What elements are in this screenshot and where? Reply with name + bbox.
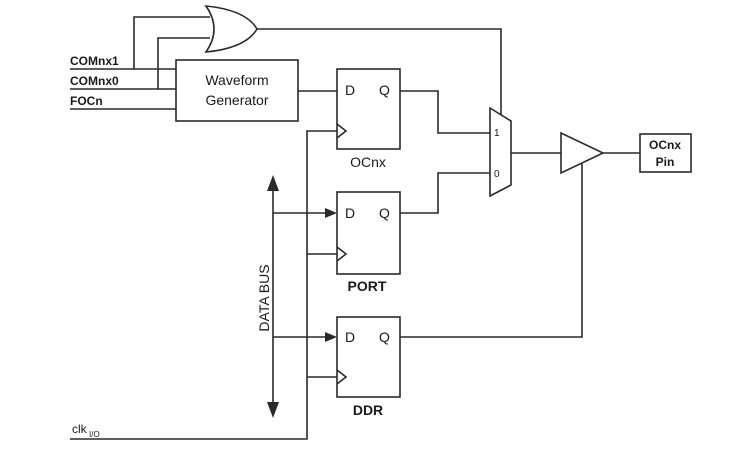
ocnx-flip-flop: D Q OCnx — [336, 68, 401, 170]
output-buffer — [560, 131, 605, 175]
pin-label-line1: OCnx — [649, 138, 681, 152]
ocnx-d-label: D — [345, 82, 355, 98]
pin-label-line2: Pin — [656, 155, 675, 169]
port-q-to-mux — [400, 172, 490, 214]
waveform-generator-line2: Generator — [205, 92, 268, 108]
port-q-label: Q — [379, 205, 390, 221]
focn-label: FOCn — [70, 94, 103, 108]
or-gate — [204, 5, 258, 53]
waveform-generator-line1: Waveform — [205, 72, 268, 88]
svg-text:I/O: I/O — [89, 430, 100, 439]
ocnx-pin: OCnx Pin — [639, 133, 692, 173]
svg-text:clk: clk — [72, 422, 88, 436]
port-label: PORT — [348, 278, 387, 294]
wires — [70, 16, 640, 440]
ddr-to-buffer-enable — [400, 164, 583, 338]
ocnx-label: OCnx — [350, 154, 386, 170]
data-bus-label: DATA BUS — [256, 264, 272, 331]
clk-io-label: clk I/O — [72, 422, 100, 439]
ddr-q-label: Q — [379, 329, 390, 345]
bus-arrow-down — [267, 402, 279, 418]
or-to-mux-select — [257, 28, 502, 116]
multiplexer: 1 0 — [489, 106, 512, 198]
ocnx-q-to-mux — [400, 90, 490, 134]
bus-arrow-up — [267, 175, 279, 191]
port-flip-flop: D Q PORT — [336, 191, 401, 294]
ddr-d-label: D — [345, 329, 355, 345]
ocnx-q-label: Q — [379, 82, 390, 98]
waveform-generator: Waveform Generator — [175, 59, 299, 122]
ddr-flip-flop: D Q DDR — [336, 316, 401, 418]
comnx0-label: COMnx0 — [70, 74, 119, 88]
data-bus: DATA BUS — [256, 175, 337, 418]
comnx1-label: COMnx1 — [70, 54, 119, 68]
mux-input-0-label: 0 — [494, 169, 500, 180]
comnx0-wire — [70, 37, 210, 90]
port-d-label: D — [345, 205, 355, 221]
clk-wire — [70, 130, 337, 440]
ddr-label: DDR — [353, 402, 383, 418]
comnx1-wire — [70, 16, 210, 70]
mux-input-1-label: 1 — [494, 128, 500, 139]
